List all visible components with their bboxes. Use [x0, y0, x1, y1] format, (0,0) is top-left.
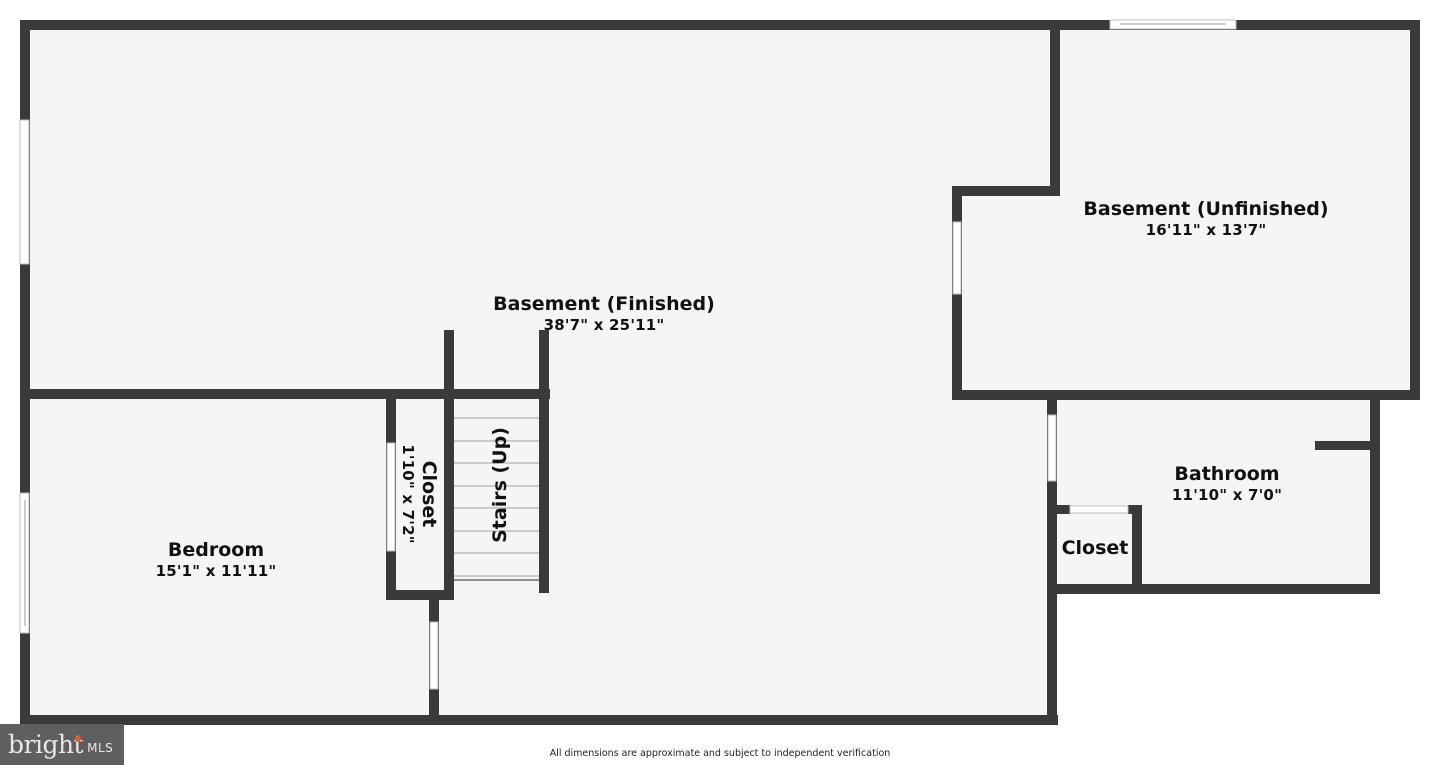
room-name: Basement (Unfinished)	[1083, 198, 1329, 220]
room-dimensions: 38'7" x 25'11"	[543, 316, 665, 334]
room-label-bath-closet: Closet	[1062, 537, 1129, 559]
room-name: Basement (Finished)	[493, 293, 715, 315]
bright-mls-logo: bright MLS	[0, 724, 124, 765]
door-bedroom	[429, 621, 439, 690]
room-label-basement-finished: Basement (Finished) 38'7" x 25'11"	[493, 293, 715, 335]
room-name: Closet	[418, 460, 440, 528]
door-bath-closet	[1069, 505, 1129, 514]
room-dimensions: 16'11" x 13'7"	[1145, 221, 1267, 239]
door-bedroom-closet	[386, 442, 396, 552]
logo-suffix: MLS	[87, 740, 114, 755]
room-label-bedroom-closet: Closet 1'10" x 7'2"	[398, 444, 440, 544]
window-left-top	[19, 119, 30, 265]
stair-treads	[454, 417, 539, 581]
room-dimensions: 15'1" x 11'11"	[155, 562, 277, 580]
logo-accent-dot	[75, 736, 82, 742]
room-label-bathroom: Bathroom 11'10" x 7'0"	[1172, 463, 1282, 505]
room-label-bedroom: Bedroom 15'1" x 11'11"	[156, 539, 277, 581]
room-name: Stairs (Up)	[489, 427, 511, 543]
logo-brand: bright	[8, 730, 84, 759]
door-bathroom	[1047, 414, 1057, 482]
room-name: Bedroom	[167, 539, 265, 561]
room-name: Bathroom	[1174, 463, 1280, 485]
room-dimensions: 11'10" x 7'0"	[1171, 486, 1283, 504]
room-dimensions: 1'10" x 7'2"	[399, 444, 417, 544]
room-label-stairs: Stairs (Up)	[489, 427, 511, 543]
room-name: Closet	[1061, 537, 1129, 559]
room-label-basement-unfinished: Basement (Unfinished) 16'11" x 13'7"	[1083, 198, 1328, 240]
disclaimer-text: All dimensions are approximate and subje…	[549, 748, 891, 759]
door-unfinished	[952, 221, 962, 295]
floor-fill	[25, 25, 1415, 720]
